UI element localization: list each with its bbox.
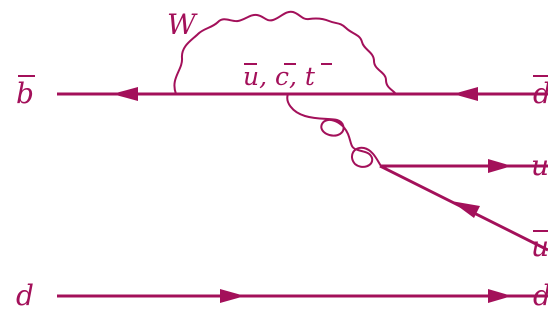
gluon-propagator: [286, 93, 382, 168]
label-loop-quarks: u, c, t: [243, 62, 316, 91]
spectator-right-arrow: [488, 289, 512, 303]
label-b-bar: b: [16, 77, 34, 110]
label-d-right: d: [533, 279, 548, 312]
top-line-right-arrow: [453, 87, 478, 101]
top-line-left-arrow: [112, 87, 138, 101]
label-d-bar-top: d: [533, 77, 548, 110]
label-u-antiquark: u: [531, 230, 548, 263]
spectator-left-arrow: [220, 289, 245, 303]
u-antiquark-arrow: [451, 201, 480, 218]
u-quark-arrow: [488, 159, 512, 173]
w-boson-propagator: [173, 10, 397, 95]
label-d-left: d: [16, 279, 34, 312]
label-w-boson: W: [167, 8, 198, 41]
label-u-quark: u: [531, 149, 548, 182]
